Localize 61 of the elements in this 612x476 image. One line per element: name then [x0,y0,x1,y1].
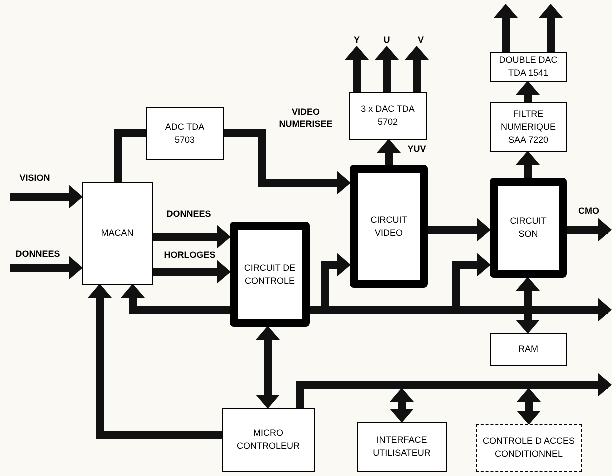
block-box [490,52,567,82]
bus-arrow [539,4,563,52]
bus-arrow [375,46,399,92]
bus-arrow [566,298,612,322]
edge-label: HORLOGES [163,249,217,261]
block-box [230,222,310,327]
block-label: DOUBLE DAC TDA 1541 [498,54,559,80]
bus-arrow [428,218,491,242]
bus-arrow [494,4,518,52]
block-label: FILTRE NUMERIQUE SAA 7220 [500,108,557,146]
block-label: MICRO CONTROLEUR [236,427,301,453]
block-box [82,182,153,285]
bus-arrow [224,129,351,195]
edge-label: U [382,34,392,46]
block-box [222,408,315,472]
bus-arrow [153,260,231,284]
block-box [490,333,567,366]
block-label: INTERFACE UTILISATEUR [372,434,432,460]
bus-arrow [452,253,491,306]
block-label: MACAN [101,227,134,240]
block-box [349,92,427,140]
block-label: CIRCUIT SON [509,215,548,241]
block-label: CIRCUIT VIDEO [370,214,408,240]
edge-label: VISION [18,172,52,184]
block-label: CONTROLE D ACCES CONDITIONNEL [482,435,576,461]
bus-arrow [345,46,369,92]
block-box [146,107,224,160]
block-label: CIRCUIT DE CONTROLE [243,262,297,288]
edge-label: Y [352,34,361,46]
bus-arrow [566,373,612,397]
block-label: ADC TDA 5703 [164,120,206,146]
bus-arrow [405,46,429,92]
edge-label: V [416,34,425,46]
block-box [490,102,567,152]
bus-arrow [10,256,83,280]
block-label: RAM [518,343,538,356]
edge-label: CMO [578,205,600,217]
bus-arrow [516,81,540,102]
edge-label: YUV [406,143,428,155]
bus-arrow [256,326,280,409]
block-box [476,424,582,472]
bus-arrow [377,139,401,165]
bus-arrow [516,151,540,178]
edge-label: VIDEO NUMERISEE [278,106,334,130]
bus-bar [310,306,566,314]
block-box [357,422,447,472]
block-label: 3 x DAC TDA 5702 [360,103,416,129]
bus-arrow [517,388,541,425]
bus-arrow [516,277,540,334]
bus-arrow [153,225,231,249]
bus-arrow [121,284,230,314]
bus-bar [296,381,566,389]
edge-label: DONNEES [14,248,62,260]
bus-arrow [567,218,612,242]
block-box [490,178,567,278]
edge-label: DONNEES [166,208,212,220]
bus-arrow [321,253,351,306]
bus-arrow [88,284,222,439]
block-box [350,165,428,288]
bus-arrow [10,185,83,209]
bus-arrow [390,388,414,423]
